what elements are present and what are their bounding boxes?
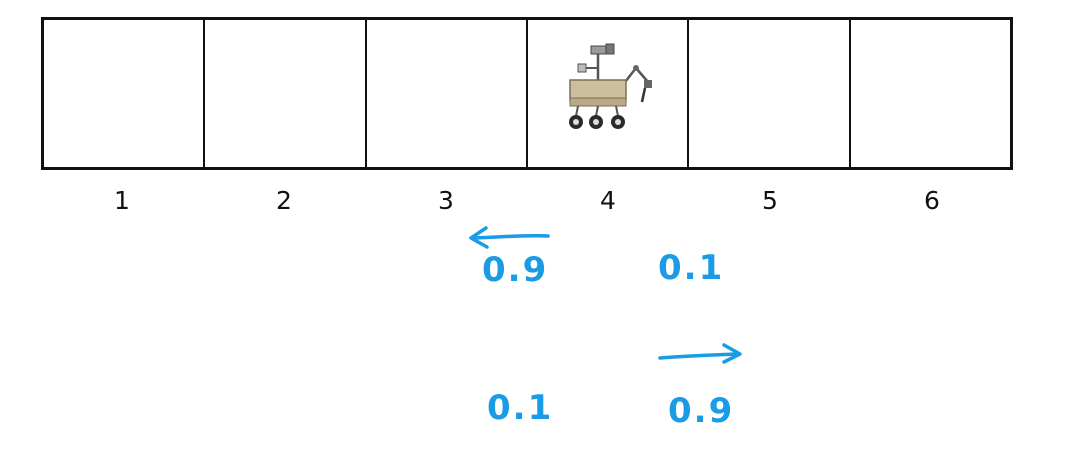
state-cell-3 bbox=[367, 20, 528, 167]
state-grid bbox=[41, 17, 1013, 170]
state-label-2: 2 bbox=[276, 186, 292, 215]
state-cell-1 bbox=[44, 20, 206, 167]
right-intended-prob: 0.9 bbox=[668, 391, 735, 431]
arrow-right-icon bbox=[658, 343, 742, 364]
state-label-3: 3 bbox=[438, 186, 454, 215]
state-label-5: 5 bbox=[762, 186, 778, 215]
state-cell-2 bbox=[205, 20, 367, 167]
state-labels: 1 2 3 4 5 6 bbox=[41, 184, 1013, 218]
left-intended-prob: 0.9 bbox=[482, 250, 549, 290]
state-label-6: 6 bbox=[924, 186, 940, 215]
state-cell-5 bbox=[689, 20, 851, 167]
state-label-4: 4 bbox=[600, 186, 616, 215]
arrow-left-icon bbox=[469, 226, 550, 249]
state-cell-4 bbox=[528, 20, 690, 167]
right-other-prob: 0.1 bbox=[487, 388, 554, 428]
state-cell-6 bbox=[851, 20, 1010, 167]
state-label-1: 1 bbox=[114, 186, 130, 215]
mars-rover-icon bbox=[568, 43, 652, 129]
left-other-prob: 0.1 bbox=[658, 248, 725, 288]
